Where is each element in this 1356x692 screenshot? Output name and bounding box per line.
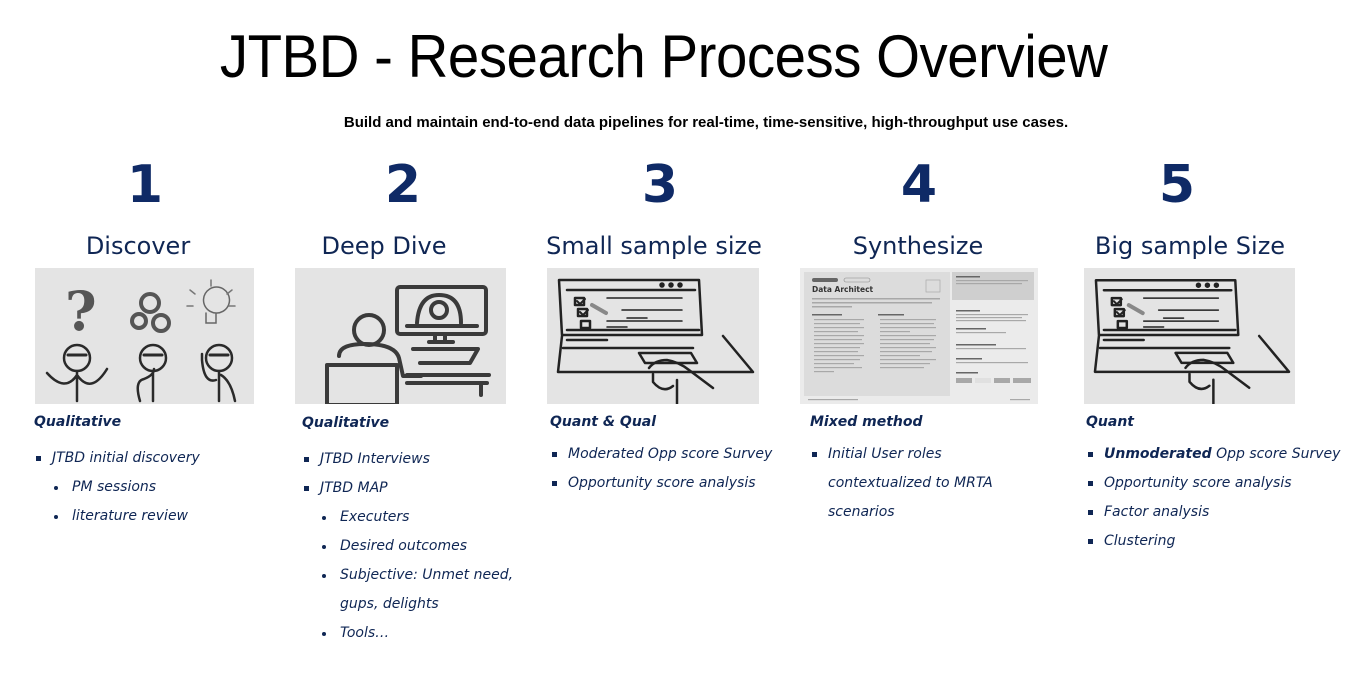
method-label: Quant & Qual: [550, 414, 657, 430]
laptop-survey-illustration: [547, 268, 759, 404]
list-item: Opportunity score analysis: [550, 469, 772, 498]
list-item: JTBD MAP: [302, 474, 513, 503]
activity-list: Initial User roles contextualized to MRT…: [810, 440, 993, 527]
list-item: Initial User roles: [810, 440, 993, 469]
step-number: 5: [1158, 155, 1196, 215]
list-item: PM sessions: [34, 473, 200, 502]
laptop-survey-illustration: [1084, 268, 1295, 404]
list-item: Subjective: Unmet need,: [302, 561, 513, 590]
activity-list: Unmoderated Opp score Survey Opportunity…: [1086, 440, 1340, 556]
step-title: Discover: [85, 232, 191, 260]
list-item: JTBD Interviews: [302, 445, 513, 474]
list-item: Factor analysis: [1086, 498, 1340, 527]
emphasis-text: Unmoderated: [1104, 446, 1212, 462]
method-label: Qualitative: [34, 414, 122, 430]
step-number: 1: [126, 155, 164, 215]
step-title: Synthesize: [852, 232, 984, 260]
page-subtitle: Build and maintain end-to-end data pipel…: [343, 114, 1069, 131]
step-title: Small sample size: [546, 232, 762, 260]
role-card-title: Data Architect: [812, 285, 874, 294]
list-item: Unmoderated Opp score Survey: [1086, 440, 1340, 469]
step-number: 3: [641, 155, 679, 215]
list-item: Executers: [302, 503, 513, 532]
step-title: Big sample Size: [1094, 232, 1286, 260]
step-number: 2: [384, 155, 422, 215]
activity-list: JTBD initial discovery PM sessions liter…: [34, 444, 200, 531]
video-interview-illustration: [295, 268, 506, 404]
method-label: Quant: [1086, 414, 1134, 430]
list-item-continuation: gups, delights: [340, 596, 439, 612]
list-item: literature review: [34, 502, 200, 531]
list-item: Opportunity score analysis: [1086, 469, 1340, 498]
list-item: Desired outcomes: [302, 532, 513, 561]
list-item-text: Opp score Survey: [1211, 446, 1341, 462]
list-item: JTBD initial discovery: [34, 444, 200, 473]
list-item-continuation: contextualized to MRTA: [828, 475, 993, 491]
method-label: Mixed method: [810, 414, 923, 430]
method-label: Qualitative: [302, 415, 390, 431]
step-number: 4: [900, 155, 938, 215]
list-item: Clustering: [1086, 527, 1340, 556]
activity-list: JTBD Interviews JTBD MAP Executers Desir…: [302, 445, 513, 648]
thinking-people-illustration: ?: [35, 268, 254, 404]
data-architect-role-card: Data Architect: [800, 268, 1038, 404]
page-title: JTBD - Research Process Overview: [219, 23, 1108, 90]
list-item: Tools…: [302, 619, 513, 648]
svg-text:?: ?: [65, 279, 97, 343]
list-item-continuation: scenarios: [828, 504, 895, 520]
step-title: Deep Dive: [321, 232, 447, 260]
activity-list: Moderated Opp score Survey Opportunity s…: [550, 440, 772, 498]
list-item: Moderated Opp score Survey: [550, 440, 772, 469]
